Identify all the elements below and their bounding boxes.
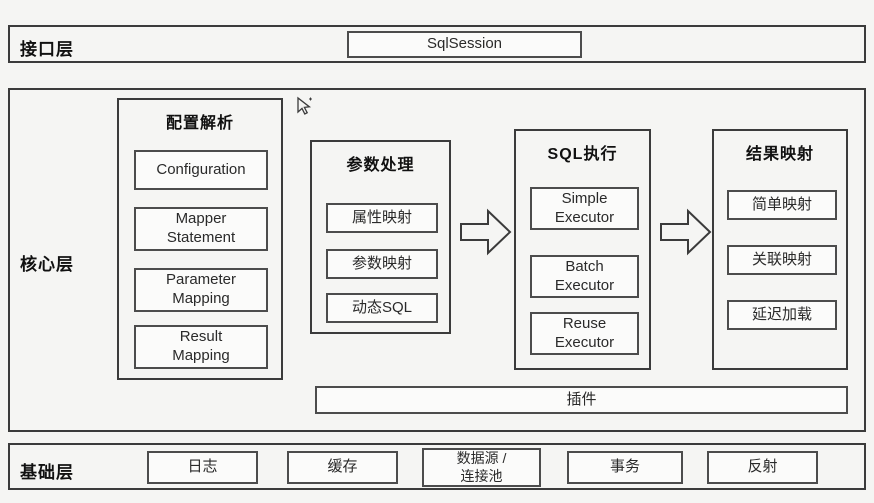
box-transaction: 事务: [567, 451, 683, 484]
box-lazy-loading: 延迟加载: [727, 300, 837, 330]
arrow-right-icon: [660, 208, 712, 261]
box-configuration: Configuration: [134, 150, 268, 190]
interface-layer-section: 接口层 SqlSession: [8, 25, 866, 63]
group-result-mapping-title: 结果映射: [745, 146, 814, 163]
box-reuse-executor: Reuse Executor: [530, 312, 639, 355]
box-cache: 缓存: [287, 451, 398, 484]
interface-layer-label: 接口层: [20, 40, 74, 59]
box-datasource-pool: 数据源 / 连接池: [422, 448, 541, 487]
box-param-mapping: 参数映射: [326, 249, 438, 279]
box-result-mapping: Result Mapping: [134, 325, 268, 369]
box-parameter-mapping: Parameter Mapping: [134, 268, 268, 312]
group-sql-execution-title: SQL执行: [547, 146, 618, 163]
box-log: 日志: [147, 451, 258, 484]
box-relation-map: 关联映射: [727, 245, 837, 275]
box-property-mapping: 属性映射: [326, 203, 438, 233]
box-plugin: 插件: [315, 386, 848, 414]
group-result-mapping: 结果映射 简单映射 关联映射 延迟加载: [712, 129, 848, 370]
box-simple-map: 简单映射: [727, 190, 837, 220]
base-layer-section: 基础层 日志 缓存 数据源 / 连接池 事务 反射: [8, 443, 866, 490]
core-layer-section: 核心层 配置解析 Configuration Mapper Statement …: [8, 88, 866, 432]
box-batch-executor: Batch Executor: [530, 255, 639, 298]
core-layer-label: 核心层: [20, 255, 74, 274]
group-config-parsing: 配置解析 Configuration Mapper Statement Para…: [117, 98, 283, 380]
box-mapper-statement: Mapper Statement: [134, 207, 268, 251]
base-layer-label: 基础层: [20, 463, 74, 482]
group-parameter-processing: 参数处理 属性映射 参数映射 动态SQL: [310, 140, 451, 334]
group-config-parsing-title: 配置解析: [165, 115, 234, 132]
group-sql-execution: SQL执行 Simple Executor Batch Executor Reu…: [514, 129, 651, 370]
group-parameter-processing-title: 参数处理: [346, 157, 415, 174]
arrow-right-icon: [460, 208, 512, 261]
cursor-icon: [294, 96, 314, 121]
box-reflection: 反射: [707, 451, 818, 484]
box-dynamic-sql: 动态SQL: [326, 293, 438, 323]
sqlsession-box: SqlSession: [347, 31, 582, 58]
box-simple-executor: Simple Executor: [530, 187, 639, 230]
